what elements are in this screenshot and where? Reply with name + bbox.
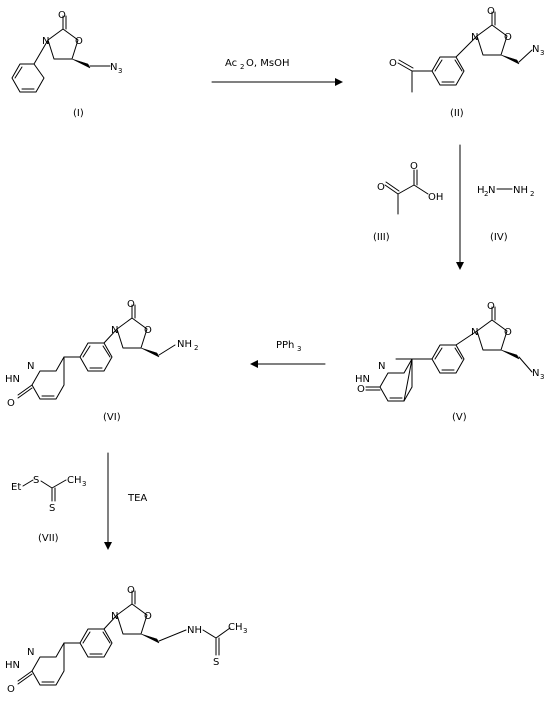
atom-nh2: NH <box>177 339 192 350</box>
atom-oh: OH <box>428 192 443 203</box>
reagent-step1-rest: O, MsOH <box>246 58 289 69</box>
atom-n-ring: N <box>471 32 478 43</box>
arrow-step4: PPh 3 <box>250 340 326 368</box>
atom-o-pyridazinone: O <box>357 384 365 395</box>
arrow-step2 <box>456 144 464 270</box>
reagent-pph: PPh <box>276 340 294 351</box>
sub-ch3: 3 <box>82 480 86 488</box>
compound-i: O O N N 3 (I) <box>11 10 122 119</box>
arrow-step1: Ac 2 O, MsOH <box>211 58 343 86</box>
compound-iii: O O OH (III) <box>373 161 443 243</box>
atom-o-acetyl: O <box>389 58 397 69</box>
sub-nh2: 2 <box>194 344 198 352</box>
atom-o-carbonyl: O <box>487 301 495 312</box>
atom-n-pyridazine: N <box>378 361 385 372</box>
atom-et: Et <box>11 482 21 493</box>
atom-n-pyridazine: N <box>27 361 34 372</box>
atom-ch3: CH <box>228 622 243 633</box>
label-compound-i: (I) <box>73 108 84 119</box>
sub-h2n: 2 <box>484 190 488 198</box>
atom-ch3: CH <box>67 475 82 486</box>
atom-o-carbonyl: O <box>127 299 135 310</box>
atom-h2n-h: H <box>477 185 485 196</box>
compound-ii: O O N N 3 O (II) <box>389 6 544 119</box>
atom-hn: HN <box>5 374 20 385</box>
compound-vi: O O N NH 2 HN N O (VI) <box>5 299 198 423</box>
atom-o-ring: O <box>504 32 512 43</box>
atom-o-pyridazinone: O <box>7 684 15 695</box>
atom-o-pyridazinone: O <box>7 398 15 409</box>
atom-s-thione: S <box>213 657 219 668</box>
label-compound-v: (V) <box>452 412 467 423</box>
atom-n-azide: N <box>532 44 539 55</box>
sub-azide: 3 <box>540 373 544 381</box>
atom-o-carbonyl: O <box>127 585 135 596</box>
sub-azide: 3 <box>118 67 122 75</box>
sub-nh2: 2 <box>530 190 534 198</box>
label-compound-iv: (IV) <box>490 232 508 243</box>
compound-final: O O N NH CH 3 S HN N O <box>5 585 247 695</box>
reagent-ac: Ac <box>225 58 237 69</box>
atom-s-thioether: S <box>33 475 39 486</box>
compound-v: O O N N 3 HN N O (V) <box>355 301 544 423</box>
atom-o-ring: O <box>504 327 512 338</box>
atom-s-thione: S <box>49 503 55 514</box>
atom-o-carbonyl: O <box>58 10 66 21</box>
atom-o-acid: O <box>410 161 418 172</box>
atom-hn: HN <box>355 374 370 385</box>
atom-n-ring: N <box>42 36 49 47</box>
atom-n-pyridazine: N <box>27 647 34 658</box>
atom-nh2-n: NH <box>513 185 528 196</box>
label-compound-iii: (III) <box>373 232 390 243</box>
atom-o-ring: O <box>144 611 152 622</box>
sub-ch3: 3 <box>243 627 247 635</box>
label-compound-vii: (VII) <box>38 533 59 544</box>
reagent-tea: TEA <box>127 493 147 504</box>
atom-n-azide: N <box>532 368 539 379</box>
atom-n-ring: N <box>111 611 118 622</box>
reagent-ac-sub: 2 <box>240 63 244 71</box>
atom-nh-amide: NH <box>187 625 202 636</box>
arrow-step5: TEA <box>104 452 147 550</box>
atom-o-ring: O <box>75 36 83 47</box>
atom-o-ring: O <box>144 325 152 336</box>
atom-n-ring: N <box>111 325 118 336</box>
atom-n-azide: N <box>110 62 117 73</box>
atom-n-ring: N <box>471 327 478 338</box>
atom-o-carbonyl: O <box>487 6 495 17</box>
label-compound-vi: (VI) <box>103 412 121 423</box>
reagent-pph-sub: 3 <box>297 345 301 353</box>
atom-hn: HN <box>5 660 20 671</box>
atom-h2n-n: N <box>488 185 495 196</box>
sub-azide: 3 <box>540 49 544 57</box>
compound-iv: H 2 N NH 2 (IV) <box>477 185 534 243</box>
label-compound-ii: (II) <box>450 108 464 119</box>
atom-o-aldehyde: O <box>377 182 385 193</box>
compound-vii: Et S S CH 3 (VII) <box>11 475 86 544</box>
